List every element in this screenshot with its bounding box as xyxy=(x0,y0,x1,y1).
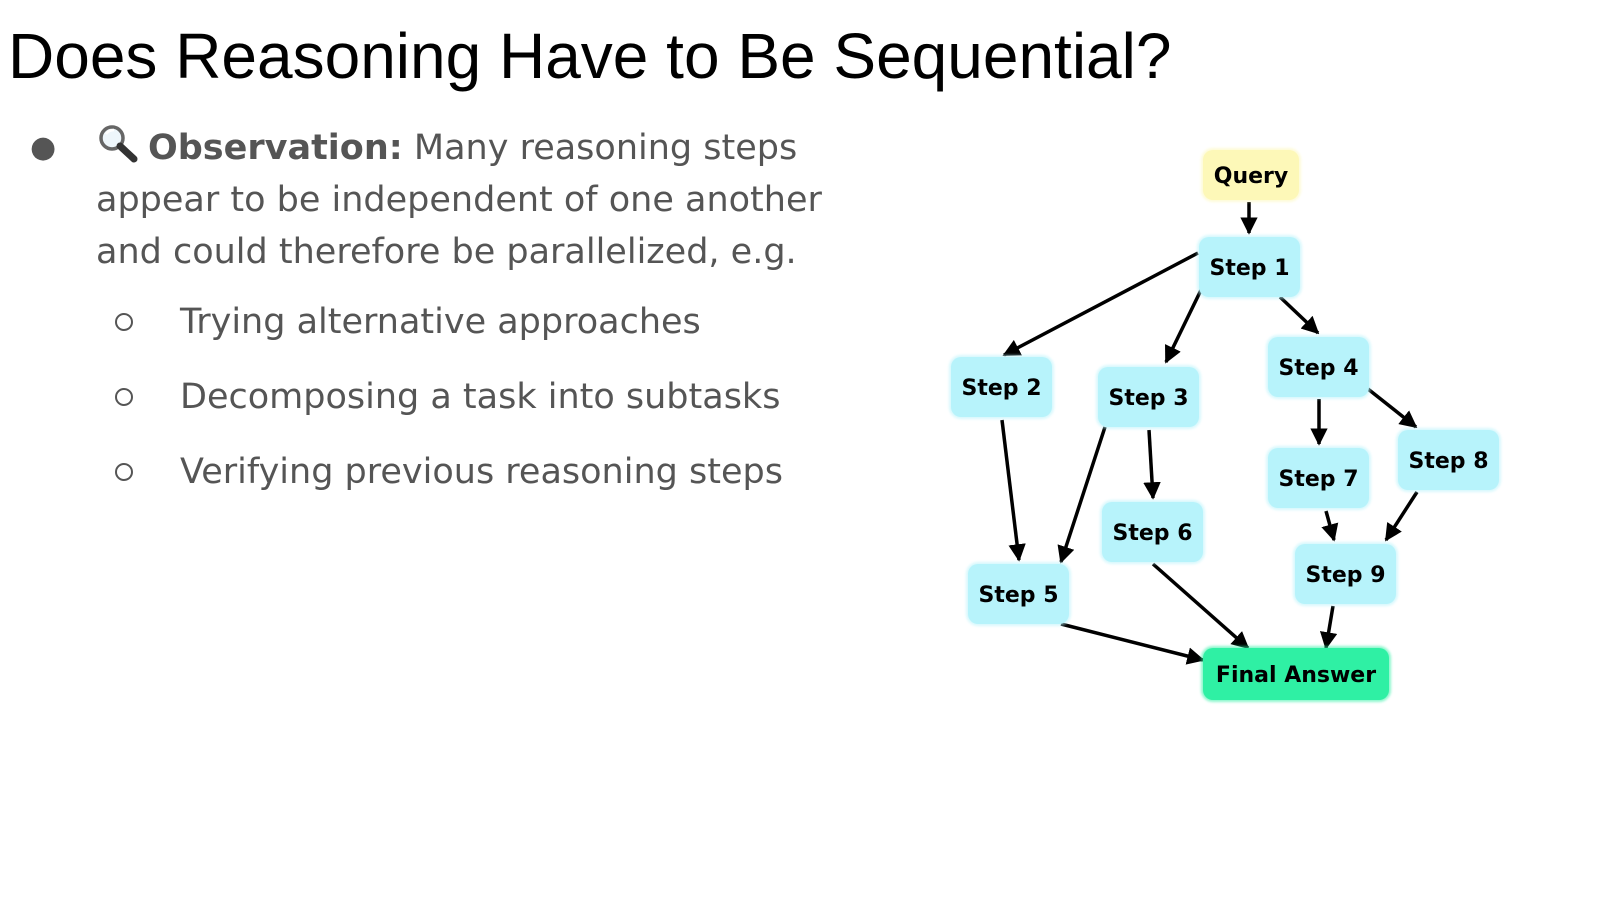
node-step9: Step 9 xyxy=(1293,542,1398,606)
node-label: Step 3 xyxy=(1109,386,1189,411)
node-label: Step 8 xyxy=(1409,449,1489,474)
observation-label: Observation: xyxy=(148,128,403,168)
node-step4: Step 4 xyxy=(1266,335,1371,399)
edge-step8-to-step9 xyxy=(1384,491,1419,542)
edge-step1-to-step4 xyxy=(1278,295,1320,335)
node-box xyxy=(1295,544,1396,604)
node-box xyxy=(1203,150,1299,200)
node-step7: Step 7 xyxy=(1266,446,1371,510)
node-label: Step 1 xyxy=(1210,256,1290,281)
node-label: Step 5 xyxy=(979,583,1059,608)
slide-title: Does Reasoning Have to Be Sequential? xyxy=(8,20,1172,92)
edge-step9-to-final xyxy=(1319,605,1338,650)
node-label: Step 6 xyxy=(1113,521,1193,546)
observation-text-block: Observation: Many reasoning steps appear… xyxy=(96,122,856,278)
node-step3: Step 3 xyxy=(1096,365,1201,429)
node-box xyxy=(951,357,1052,417)
node-box xyxy=(1398,430,1499,490)
example-text: Trying alternative approaches xyxy=(180,302,701,342)
node-box xyxy=(1268,337,1369,397)
node-label: Query xyxy=(1214,164,1288,189)
node-box xyxy=(1199,237,1300,297)
node-label: Step 7 xyxy=(1279,467,1359,492)
node-step5: Step 5 xyxy=(966,562,1071,626)
node-step1: Step 1 xyxy=(1197,235,1302,299)
node-final: Final Answer xyxy=(1201,646,1391,702)
edge-step1-to-step3 xyxy=(1164,289,1203,364)
edge-step7-to-step9 xyxy=(1321,510,1339,542)
node-label: Step 4 xyxy=(1279,356,1359,381)
node-box xyxy=(1102,502,1203,562)
edge-step1-to-step2 xyxy=(1002,251,1199,357)
edge-step2-to-step5 xyxy=(1000,419,1026,562)
observation-text: Many reasoning steps appear to be indepe… xyxy=(96,128,822,272)
magnifying-glass-icon xyxy=(99,125,138,163)
edge-step5-to-final xyxy=(1060,622,1205,665)
node-step6: Step 6 xyxy=(1100,500,1205,564)
hollow-bullet-icon xyxy=(115,463,133,481)
node-box xyxy=(968,564,1069,624)
node-box xyxy=(1268,448,1369,508)
edge-step3-to-step6 xyxy=(1143,429,1161,500)
node-query: Query xyxy=(1201,148,1301,202)
node-label: Step 9 xyxy=(1306,563,1386,588)
hollow-bullet-icon xyxy=(115,388,133,406)
edge-layer xyxy=(1000,202,1419,665)
node-box xyxy=(1098,367,1199,427)
node-label: Step 2 xyxy=(962,376,1042,401)
edge-step4-to-step8 xyxy=(1366,387,1418,429)
node-label: Final Answer xyxy=(1216,663,1376,688)
example-text: Decomposing a task into subtasks xyxy=(180,377,781,417)
edge-step3-to-step5 xyxy=(1057,426,1107,564)
hollow-bullet-icon xyxy=(115,313,133,331)
edge-step6-to-final xyxy=(1151,562,1250,650)
bullet-dot: ● xyxy=(30,130,57,165)
node-step2: Step 2 xyxy=(949,355,1054,419)
example-text: Verifying previous reasoning steps xyxy=(180,452,783,492)
node-step8: Step 8 xyxy=(1396,428,1501,492)
node-box xyxy=(1203,648,1389,700)
